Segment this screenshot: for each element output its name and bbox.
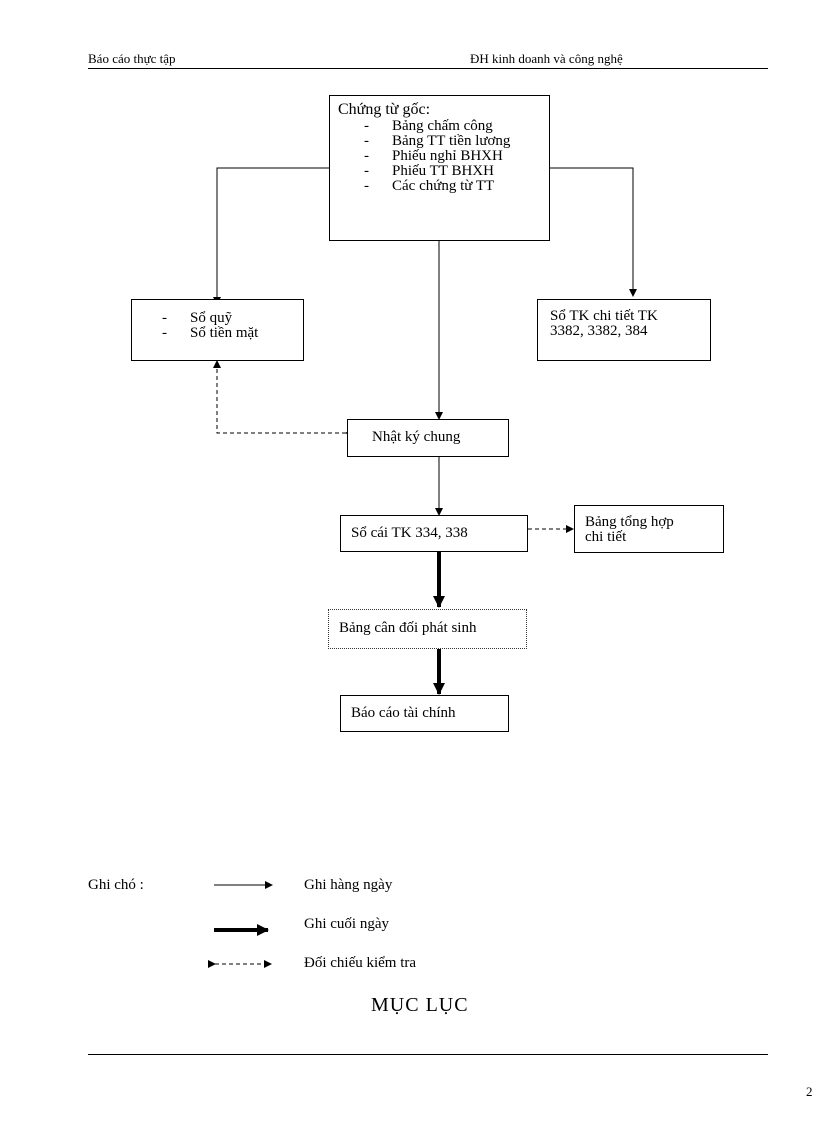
legend-end-of-day-text: Ghi cuối ngày	[304, 916, 389, 932]
detail-ledger-line-1: Sổ TK chi tiết TK	[550, 308, 658, 324]
source-documents-title: Chứng từ gốc:	[338, 101, 431, 118]
financial-report-label: Báo cáo tài chính	[351, 705, 456, 721]
source-doc-item: Phiếu nghỉ BHXH	[364, 149, 541, 165]
financial-report-box: Báo cáo tài chính	[340, 695, 509, 732]
arrow-docs-to-cash-books	[213, 167, 329, 305]
source-documents-list: Bảng chấm công Bảng TT tiền lương Phiếu …	[338, 119, 541, 195]
detail-ledger-box: Sổ TK chi tiết TK 3382, 3382, 384	[537, 299, 711, 361]
cash-book-item: Sổ quỹ	[162, 311, 295, 327]
legend-label: Ghi chó :	[88, 877, 144, 893]
summary-table-line-1: Bảng tổng hợp	[585, 514, 674, 530]
header-rule	[88, 68, 768, 69]
source-doc-item: Bảng TT tiền lương	[364, 134, 541, 150]
legend-cross-check-text: Đối chiếu kiểm tra	[304, 955, 417, 971]
arrow-cash-books-journal-crosscheck	[213, 360, 353, 437]
cash-books-box: Sổ quỹ Sổ tiền mặt	[131, 299, 304, 361]
section-title: MỤC LỤC	[371, 994, 469, 1016]
cash-book-item: Sổ tiền mặt	[162, 326, 295, 342]
trial-balance-label: Bảng cân đối phát sinh	[339, 620, 477, 636]
summary-table-line-2: chi tiết	[585, 529, 627, 545]
legend-daily-text: Ghi hàng ngày	[304, 877, 393, 893]
footer-rule	[88, 1054, 768, 1055]
page-number: 2	[806, 1084, 813, 1099]
general-ledger-label: Sổ cái TK 334, 338	[351, 525, 468, 541]
detail-ledger-line-2: 3382, 3382, 384	[550, 323, 648, 339]
journal-label: Nhật ký chung	[372, 429, 461, 445]
cash-books-list: Sổ quỹ Sổ tiền mặt	[162, 311, 295, 342]
source-documents-box: Chứng từ gốc: Bảng chấm công Bảng TT tiề…	[329, 95, 550, 241]
source-doc-item: Bảng chấm công	[364, 119, 541, 135]
header-left: Báo cáo thực tập	[88, 51, 176, 66]
journal-box: Nhật ký chung	[347, 419, 509, 457]
source-doc-item: Phiếu TT BHXH	[364, 164, 541, 180]
general-ledger-box: Sổ cái TK 334, 338	[340, 515, 528, 552]
trial-balance-box: Bảng cân đối phát sinh	[328, 609, 527, 649]
header-right: ĐH kinh doanh và công nghệ	[470, 51, 623, 66]
summary-table-box: Bảng tổng hợp chi tiết	[574, 505, 724, 553]
arrow-docs-to-detail-ledger	[550, 167, 637, 297]
source-doc-item: Các chứng từ TT	[364, 179, 541, 195]
